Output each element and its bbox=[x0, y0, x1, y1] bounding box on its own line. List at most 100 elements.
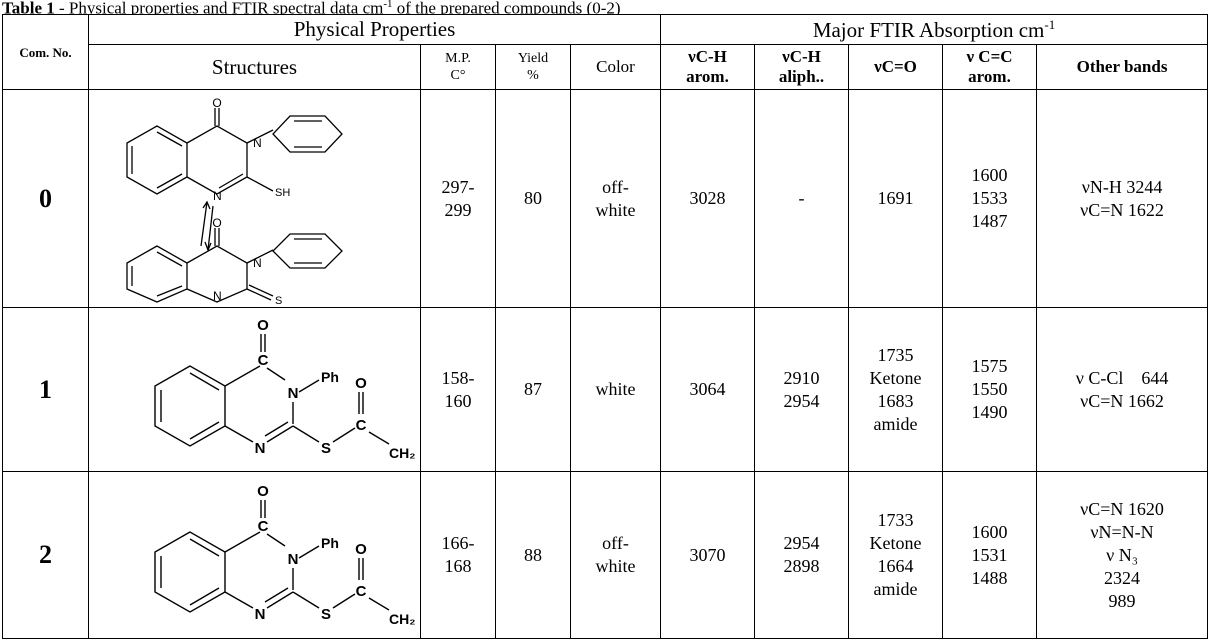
atom-label: O bbox=[257, 317, 269, 334]
other-line: 2324 bbox=[1104, 567, 1141, 588]
phenyl-ring bbox=[271, 114, 343, 153]
ch-aliph-line: 2954 bbox=[783, 533, 820, 553]
other-line: νN=N-N bbox=[1090, 521, 1154, 542]
table-row: 2 O C N Ph N bbox=[2, 471, 1209, 639]
atom-label: O bbox=[257, 483, 269, 500]
compound-number: 1 bbox=[2, 307, 89, 472]
co-line: Ketone bbox=[869, 533, 922, 553]
header-ftir: Major FTIR Absorption cm-1 bbox=[659, 14, 1209, 45]
header-ftir-text: Major FTIR Absorption cm bbox=[812, 17, 1045, 42]
header-ch-arom-line1: νC-H bbox=[688, 47, 727, 66]
atom-label: Ph bbox=[321, 369, 339, 385]
atom-label: CH₂ N₃ bbox=[389, 611, 415, 627]
color-value: white bbox=[570, 307, 661, 472]
header-com-no: Com. No. bbox=[2, 14, 89, 90]
table-row: 1 O C N Ph N bbox=[2, 307, 1209, 472]
header-yield-line2: % bbox=[527, 68, 539, 83]
color-line: white bbox=[595, 379, 636, 399]
benzene-ring bbox=[153, 365, 226, 447]
co-value: 1691 bbox=[848, 89, 943, 308]
co-line: 1735 bbox=[877, 344, 914, 365]
mp-line: 297- bbox=[441, 176, 475, 197]
co-line: 1733 bbox=[877, 510, 914, 530]
mp-line: 160 bbox=[444, 390, 472, 411]
header-yield-line1: Yield bbox=[517, 51, 549, 66]
header-co: νC=O bbox=[848, 44, 943, 90]
cc-line: 1531 bbox=[971, 544, 1008, 565]
other-line: ν N₃ bbox=[1106, 544, 1138, 565]
structure-cell: O C N Ph N S O C CH₂ Cl bbox=[88, 307, 421, 472]
atom-label: O bbox=[212, 216, 221, 230]
mp-line: 168 bbox=[444, 556, 472, 576]
structure-compound-2: O C N Ph N S O C CH₂ N₃ bbox=[153, 483, 415, 627]
ch-aliph-value: 2954 2898 bbox=[754, 471, 849, 639]
mp-line: 158- bbox=[441, 367, 475, 388]
header-ch-aliph-line2: aliph.. bbox=[778, 67, 825, 86]
atom-label: C bbox=[355, 583, 366, 600]
yield-value: 87 bbox=[495, 307, 571, 472]
benzene-ring bbox=[125, 244, 188, 303]
mp-line: 166- bbox=[441, 533, 475, 553]
other-line: νC=N 1622 bbox=[1080, 199, 1164, 220]
atom-label: CH₂ Cl bbox=[389, 445, 415, 461]
header-structures: Structures bbox=[88, 44, 421, 90]
atom-label: N bbox=[213, 189, 222, 203]
color-value: off-white bbox=[570, 471, 661, 639]
cc-line: 1550 bbox=[971, 379, 1008, 399]
ch-aliph-line: 2954 bbox=[783, 390, 820, 411]
color-line: white bbox=[595, 556, 636, 576]
pyrimidine-ring bbox=[186, 244, 248, 303]
cc-line: 1533 bbox=[971, 188, 1008, 208]
ch-arom-value: 3028 bbox=[660, 89, 755, 308]
color-value: off-white bbox=[570, 89, 661, 308]
header-color: Color bbox=[570, 44, 661, 90]
cc-line: 1600 bbox=[971, 165, 1008, 185]
header-cc-arom-line1: ν C=C bbox=[966, 47, 1013, 66]
atom-label: N bbox=[213, 289, 222, 303]
color-line: off- bbox=[602, 533, 629, 553]
cc-line: 1487 bbox=[971, 211, 1008, 231]
atom-label: N bbox=[254, 606, 265, 623]
other-line: 989 bbox=[1108, 590, 1136, 611]
cc-line: 1575 bbox=[971, 356, 1008, 376]
header-ch-arom-line2: arom. bbox=[686, 67, 729, 86]
header-ftir-sup: -1 bbox=[1044, 16, 1056, 32]
mp-value: 297-299 bbox=[420, 89, 496, 308]
atom-label: S bbox=[320, 440, 330, 457]
cc-arom-value: 1600 1533 1487 bbox=[942, 89, 1037, 308]
ch-aliph-line: 2910 bbox=[783, 367, 820, 388]
compound-number: 0 bbox=[2, 89, 89, 308]
other-line: νC=N 1620 bbox=[1080, 498, 1164, 519]
ch-aliph-value: - bbox=[754, 89, 849, 308]
caption-label: Table 1 bbox=[2, 0, 55, 14]
properties-table: Com. No. Physical Properties Major FTIR … bbox=[2, 14, 1209, 639]
compound-number: 2 bbox=[2, 471, 89, 639]
co-line: amide bbox=[873, 413, 918, 434]
structure-cell: O N N SH O N N H S bbox=[88, 89, 421, 308]
header-ch-aliph-line1: νC-H bbox=[782, 47, 821, 66]
phenyl-ring bbox=[271, 232, 343, 269]
caption-text-end: of the prepared compounds (0-2) bbox=[392, 0, 621, 14]
other-line: νC=N 1662 bbox=[1080, 390, 1164, 411]
structure-cell: O C N Ph N S O C CH₂ N₃ bbox=[88, 471, 421, 639]
caption-unit-sup: -1 bbox=[383, 0, 393, 10]
atom-label: C bbox=[355, 417, 366, 434]
header-cc-arom-line2: arom. bbox=[968, 67, 1011, 86]
co-line: amide bbox=[873, 579, 918, 599]
structure-compound-1: O C N Ph N S O C CH₂ Cl bbox=[153, 317, 415, 461]
header-yield: Yield% bbox=[495, 44, 571, 90]
benzene-ring bbox=[153, 531, 226, 613]
color-line: white bbox=[595, 199, 636, 220]
mp-value: 166- 168 bbox=[420, 471, 496, 639]
ch-aliph-line: 2898 bbox=[783, 556, 820, 576]
color-line: off- bbox=[602, 176, 629, 197]
